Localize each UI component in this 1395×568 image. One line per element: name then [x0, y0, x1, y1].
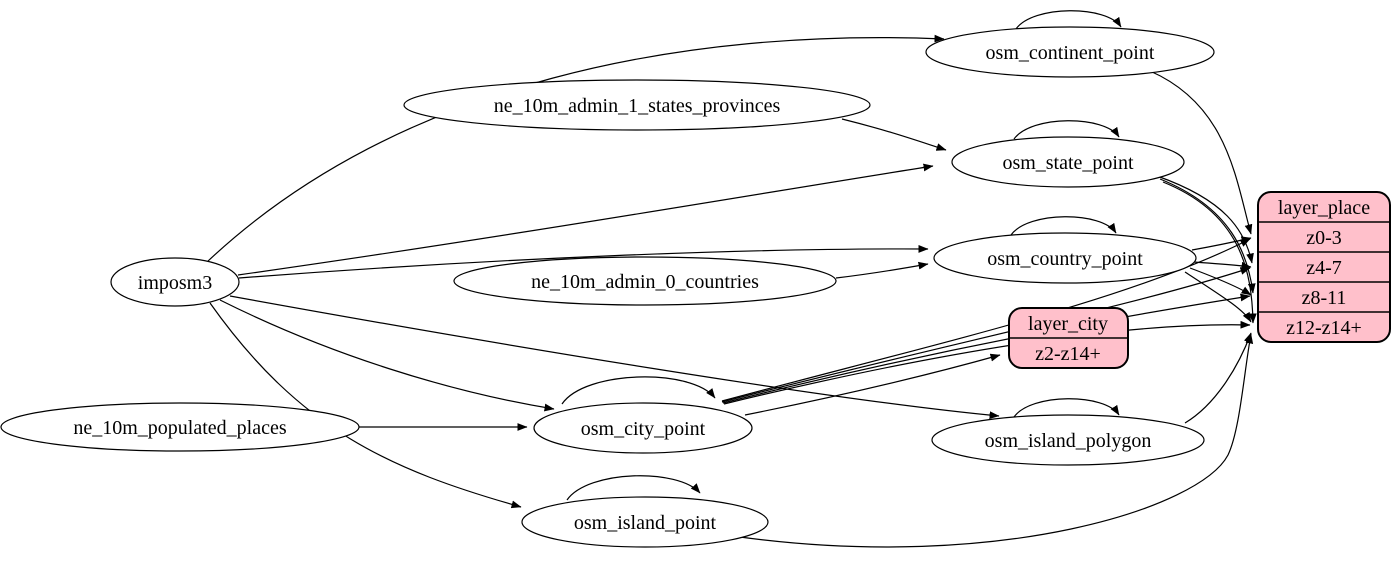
edge-imposm3-osm-island-polygon [229, 295, 1000, 419]
table-nodes: imposm3 ne_10m_admin_1_states_provinces … [0, 26, 1215, 548]
record-layer-place-row-z0-3: z0-3 [1306, 227, 1342, 249]
node-osm-state-shape [951, 136, 1185, 188]
edge-country-place-z8-11 [1189, 267, 1252, 296]
node-imposm3-shape [110, 257, 240, 307]
edge-state-place-z12-z14 [1162, 181, 1257, 324]
node-ne-10m-admin-1-states-provinces: ne_10m_admin_1_states_provinces [403, 79, 871, 131]
node-osm-continent-shape [925, 26, 1215, 78]
node-osm-continent-label: osm_continent_point [986, 42, 1155, 64]
node-osm-city-label: osm_city_point [581, 418, 706, 440]
edge-continent-place-z0-3 [1149, 70, 1253, 235]
edge-state-place-z8-11 [1159, 178, 1256, 294]
node-osm-state-point: osm_state_point [951, 136, 1185, 188]
node-osm-island-point-shape [521, 496, 769, 548]
record-layer-place-shape [1257, 191, 1391, 343]
node-osm-country-shape [933, 232, 1197, 284]
node-osm-state-label: osm_state_point [1002, 152, 1134, 174]
edge-city-layer-city-z2 [744, 353, 1001, 416]
node-ne-10m-admin-0-countries: ne_10m_admin_0_countries [453, 256, 837, 306]
edge-selfloop-osm-state-point [1013, 120, 1120, 140]
record-layer-place-row-z8-11: z8-11 [1302, 287, 1347, 309]
edge-island-polygon-place-z12-z14 [1184, 332, 1252, 424]
edge-country-place-z0-3 [1191, 236, 1252, 251]
edge-island-point-place-z12-z14 [739, 333, 1254, 548]
edge-selfloop-osm-continent-point [1015, 10, 1122, 30]
edge-selfloop-osm-island-point [566, 475, 701, 501]
node-ne-admin1-label: ne_10m_admin_1_states_provinces [494, 95, 781, 117]
edge-selfloop-osm-city-point [561, 376, 716, 405]
node-imposm3: imposm3 [110, 257, 240, 307]
node-ne-populated-shape [0, 402, 360, 452]
edge-country-place-z4-7 [1193, 261, 1252, 270]
node-osm-island-point: osm_island_point [521, 496, 769, 548]
node-ne-populated-label: ne_10m_populated_places [73, 417, 286, 439]
node-osm-continent-point: osm_continent_point [925, 26, 1215, 78]
node-osm-island-polygon-shape [931, 414, 1205, 466]
record-layer-city-title: layer_city [1028, 313, 1108, 335]
edge-imposm3-osm-state-point [237, 163, 934, 276]
edge-selfloop-osm-country-point [1010, 216, 1117, 236]
record-layer-place-title: layer_place [1278, 197, 1370, 219]
node-ne-10m-populated-places: ne_10m_populated_places [0, 402, 360, 452]
record-layer-city: layer_city z2-z14+ [1008, 307, 1129, 369]
node-osm-island-polygon: osm_island_polygon [931, 414, 1205, 466]
edge-country-place-z12-z14 [1184, 271, 1252, 323]
record-layer-city-row-z2-z14: z2-z14+ [1035, 343, 1101, 365]
node-osm-city-shape [533, 402, 753, 454]
node-imposm3-label: imposm3 [138, 272, 212, 294]
node-osm-city-point: osm_city_point [533, 402, 753, 454]
edge-imposm3-osm-city-point [219, 299, 555, 412]
node-osm-country-point: osm_country_point [933, 232, 1197, 284]
layer-nodes: layer_city z2-z14+ layer_place z0-3 z4-7… [1008, 191, 1391, 369]
record-layer-place-row-z4-7: z4-7 [1306, 257, 1342, 279]
edge-selfloop-osm-island-polygon [1013, 398, 1120, 418]
record-layer-place-row-z12-z14: z12-z14+ [1286, 317, 1362, 339]
node-ne-admin0-label: ne_10m_admin_0_countries [531, 271, 759, 293]
record-layer-place: layer_place z0-3 z4-7 z8-11 z12-z14+ [1257, 191, 1391, 343]
edge-imposm3-osm-island-point [209, 302, 522, 509]
node-ne-admin1-shape [403, 79, 871, 131]
edge-imposm3-osm-continent-point [206, 34, 945, 263]
edge-state-place-z4-7 [1156, 175, 1254, 264]
node-osm-island-point-label: osm_island_point [574, 512, 717, 534]
edge-imposm3-osm-country-point [238, 245, 929, 279]
node-osm-island-polygon-label: osm_island_polygon [985, 430, 1152, 452]
edge-ne-admin0-osm-country-point [835, 261, 929, 279]
node-ne-admin0-shape [453, 256, 837, 306]
edge-ne-admin1-osm-state-point [841, 118, 947, 151]
node-osm-country-label: osm_country_point [987, 248, 1143, 270]
